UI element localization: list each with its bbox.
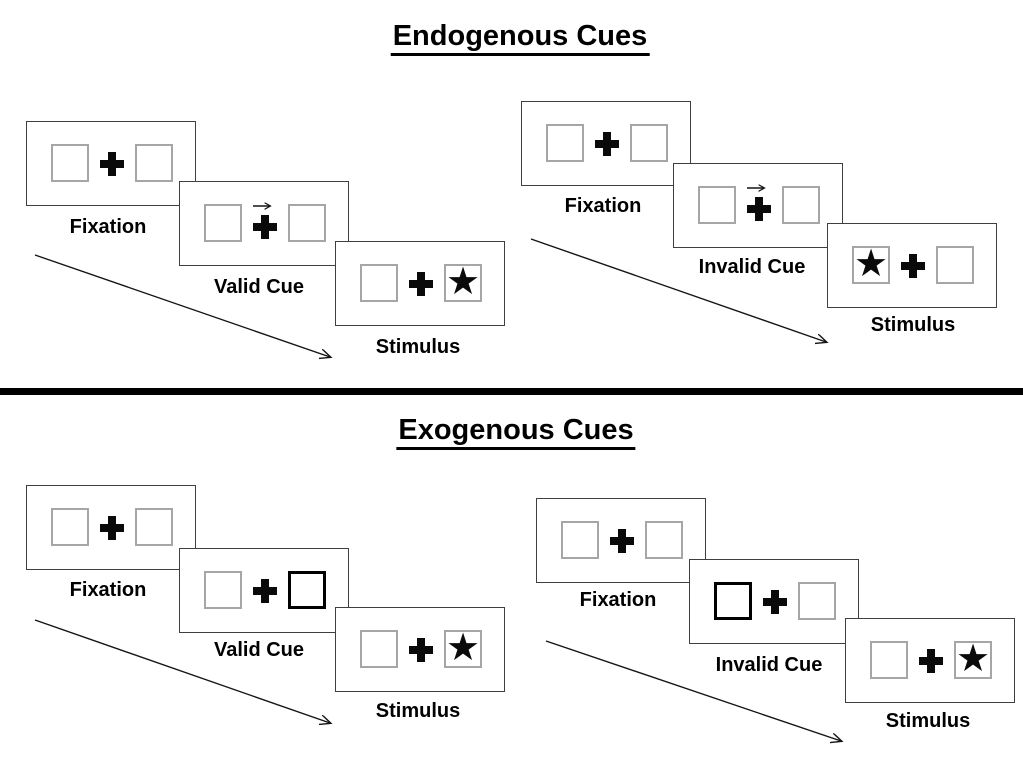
target-star-icon: ★ — [445, 625, 481, 669]
endo-invalid-fixation-label: Fixation — [564, 195, 642, 217]
exo-invalid-fixation-panel — [536, 498, 706, 583]
placeholder-box-right — [936, 246, 974, 284]
target-box: ★ — [954, 636, 992, 680]
cue-arrow-icon — [747, 181, 770, 193]
target-star-icon: ★ — [955, 636, 991, 680]
placeholder-box-right — [135, 144, 173, 182]
placeholder-box-right — [645, 521, 683, 559]
fixation-cross-icon — [253, 215, 277, 239]
target-box: ★ — [852, 241, 890, 285]
fixation-cross-icon — [901, 254, 925, 278]
endo-invalid-fixation-panel — [521, 101, 691, 186]
exo-valid-stimulus-panel: ★ — [335, 607, 505, 692]
fixation-cross-icon — [100, 152, 124, 176]
endo-valid-stimulus-label: Stimulus — [375, 336, 461, 358]
section-divider — [0, 388, 1023, 395]
exo-valid-fixation-panel — [26, 485, 196, 570]
endo-invalid-cue-label: Invalid Cue — [698, 256, 806, 278]
target-star-icon: ★ — [853, 241, 889, 285]
timeline-arrow-endo-valid — [34, 254, 330, 357]
fixation-cross-icon — [253, 579, 277, 603]
placeholder-box-right — [630, 124, 668, 162]
placeholder-box-right — [288, 204, 326, 242]
cue-highlight-box — [714, 582, 752, 620]
target-box: ★ — [444, 259, 482, 303]
placeholder-box-left — [546, 124, 584, 162]
timeline-arrow-exo-valid — [34, 619, 330, 723]
exo-invalid-fixation-label: Fixation — [579, 589, 657, 611]
fixation-cross-icon — [595, 132, 619, 156]
exo-valid-fixation-label: Fixation — [69, 579, 147, 601]
endo-valid-cue-label: Valid Cue — [213, 276, 305, 298]
target-box: ★ — [444, 625, 482, 669]
fixation-cross-icon — [409, 638, 433, 662]
exogenous-title: Exogenous Cues — [396, 414, 636, 451]
fixation-cross-icon — [409, 272, 433, 296]
fixation-cross-icon — [919, 649, 943, 673]
endo-valid-cue-panel — [179, 181, 349, 266]
endo-invalid-stimulus-panel: ★ — [827, 223, 997, 308]
endo-valid-fixation-panel — [26, 121, 196, 206]
placeholder-box-left — [360, 630, 398, 668]
exo-invalid-stimulus-label: Stimulus — [885, 710, 971, 732]
placeholder-box-right — [135, 508, 173, 546]
placeholder-box-left — [870, 641, 908, 679]
cue-highlight-box — [288, 571, 326, 609]
exo-invalid-cue-label: Invalid Cue — [715, 654, 823, 676]
exo-invalid-cue-panel — [689, 559, 859, 644]
placeholder-box-left — [561, 521, 599, 559]
placeholder-box-left — [51, 144, 89, 182]
placeholder-box-left — [698, 186, 736, 224]
target-star-icon: ★ — [445, 259, 481, 303]
exo-valid-cue-panel — [179, 548, 349, 633]
fixation-cross-icon — [763, 590, 787, 614]
exo-invalid-stimulus-panel: ★ — [845, 618, 1015, 703]
placeholder-box-right — [798, 582, 836, 620]
fixation-cross-icon — [747, 197, 771, 221]
endogenous-title: Endogenous Cues — [390, 20, 650, 57]
placeholder-box-left — [204, 204, 242, 242]
endo-valid-fixation-label: Fixation — [69, 216, 147, 238]
exo-valid-stimulus-label: Stimulus — [375, 700, 461, 722]
fixation-cross-icon — [100, 516, 124, 540]
placeholder-box-left — [204, 571, 242, 609]
exo-valid-cue-label: Valid Cue — [213, 639, 305, 661]
timeline-arrow-endo-invalid — [530, 238, 826, 342]
placeholder-box-right — [782, 186, 820, 224]
placeholder-box-left — [360, 264, 398, 302]
endo-invalid-cue-panel — [673, 163, 843, 248]
fixation-cross-icon — [610, 529, 634, 553]
endo-invalid-stimulus-label: Stimulus — [870, 314, 956, 336]
endo-valid-stimulus-panel: ★ — [335, 241, 505, 326]
placeholder-box-left — [51, 508, 89, 546]
cue-arrow-icon — [253, 199, 276, 211]
